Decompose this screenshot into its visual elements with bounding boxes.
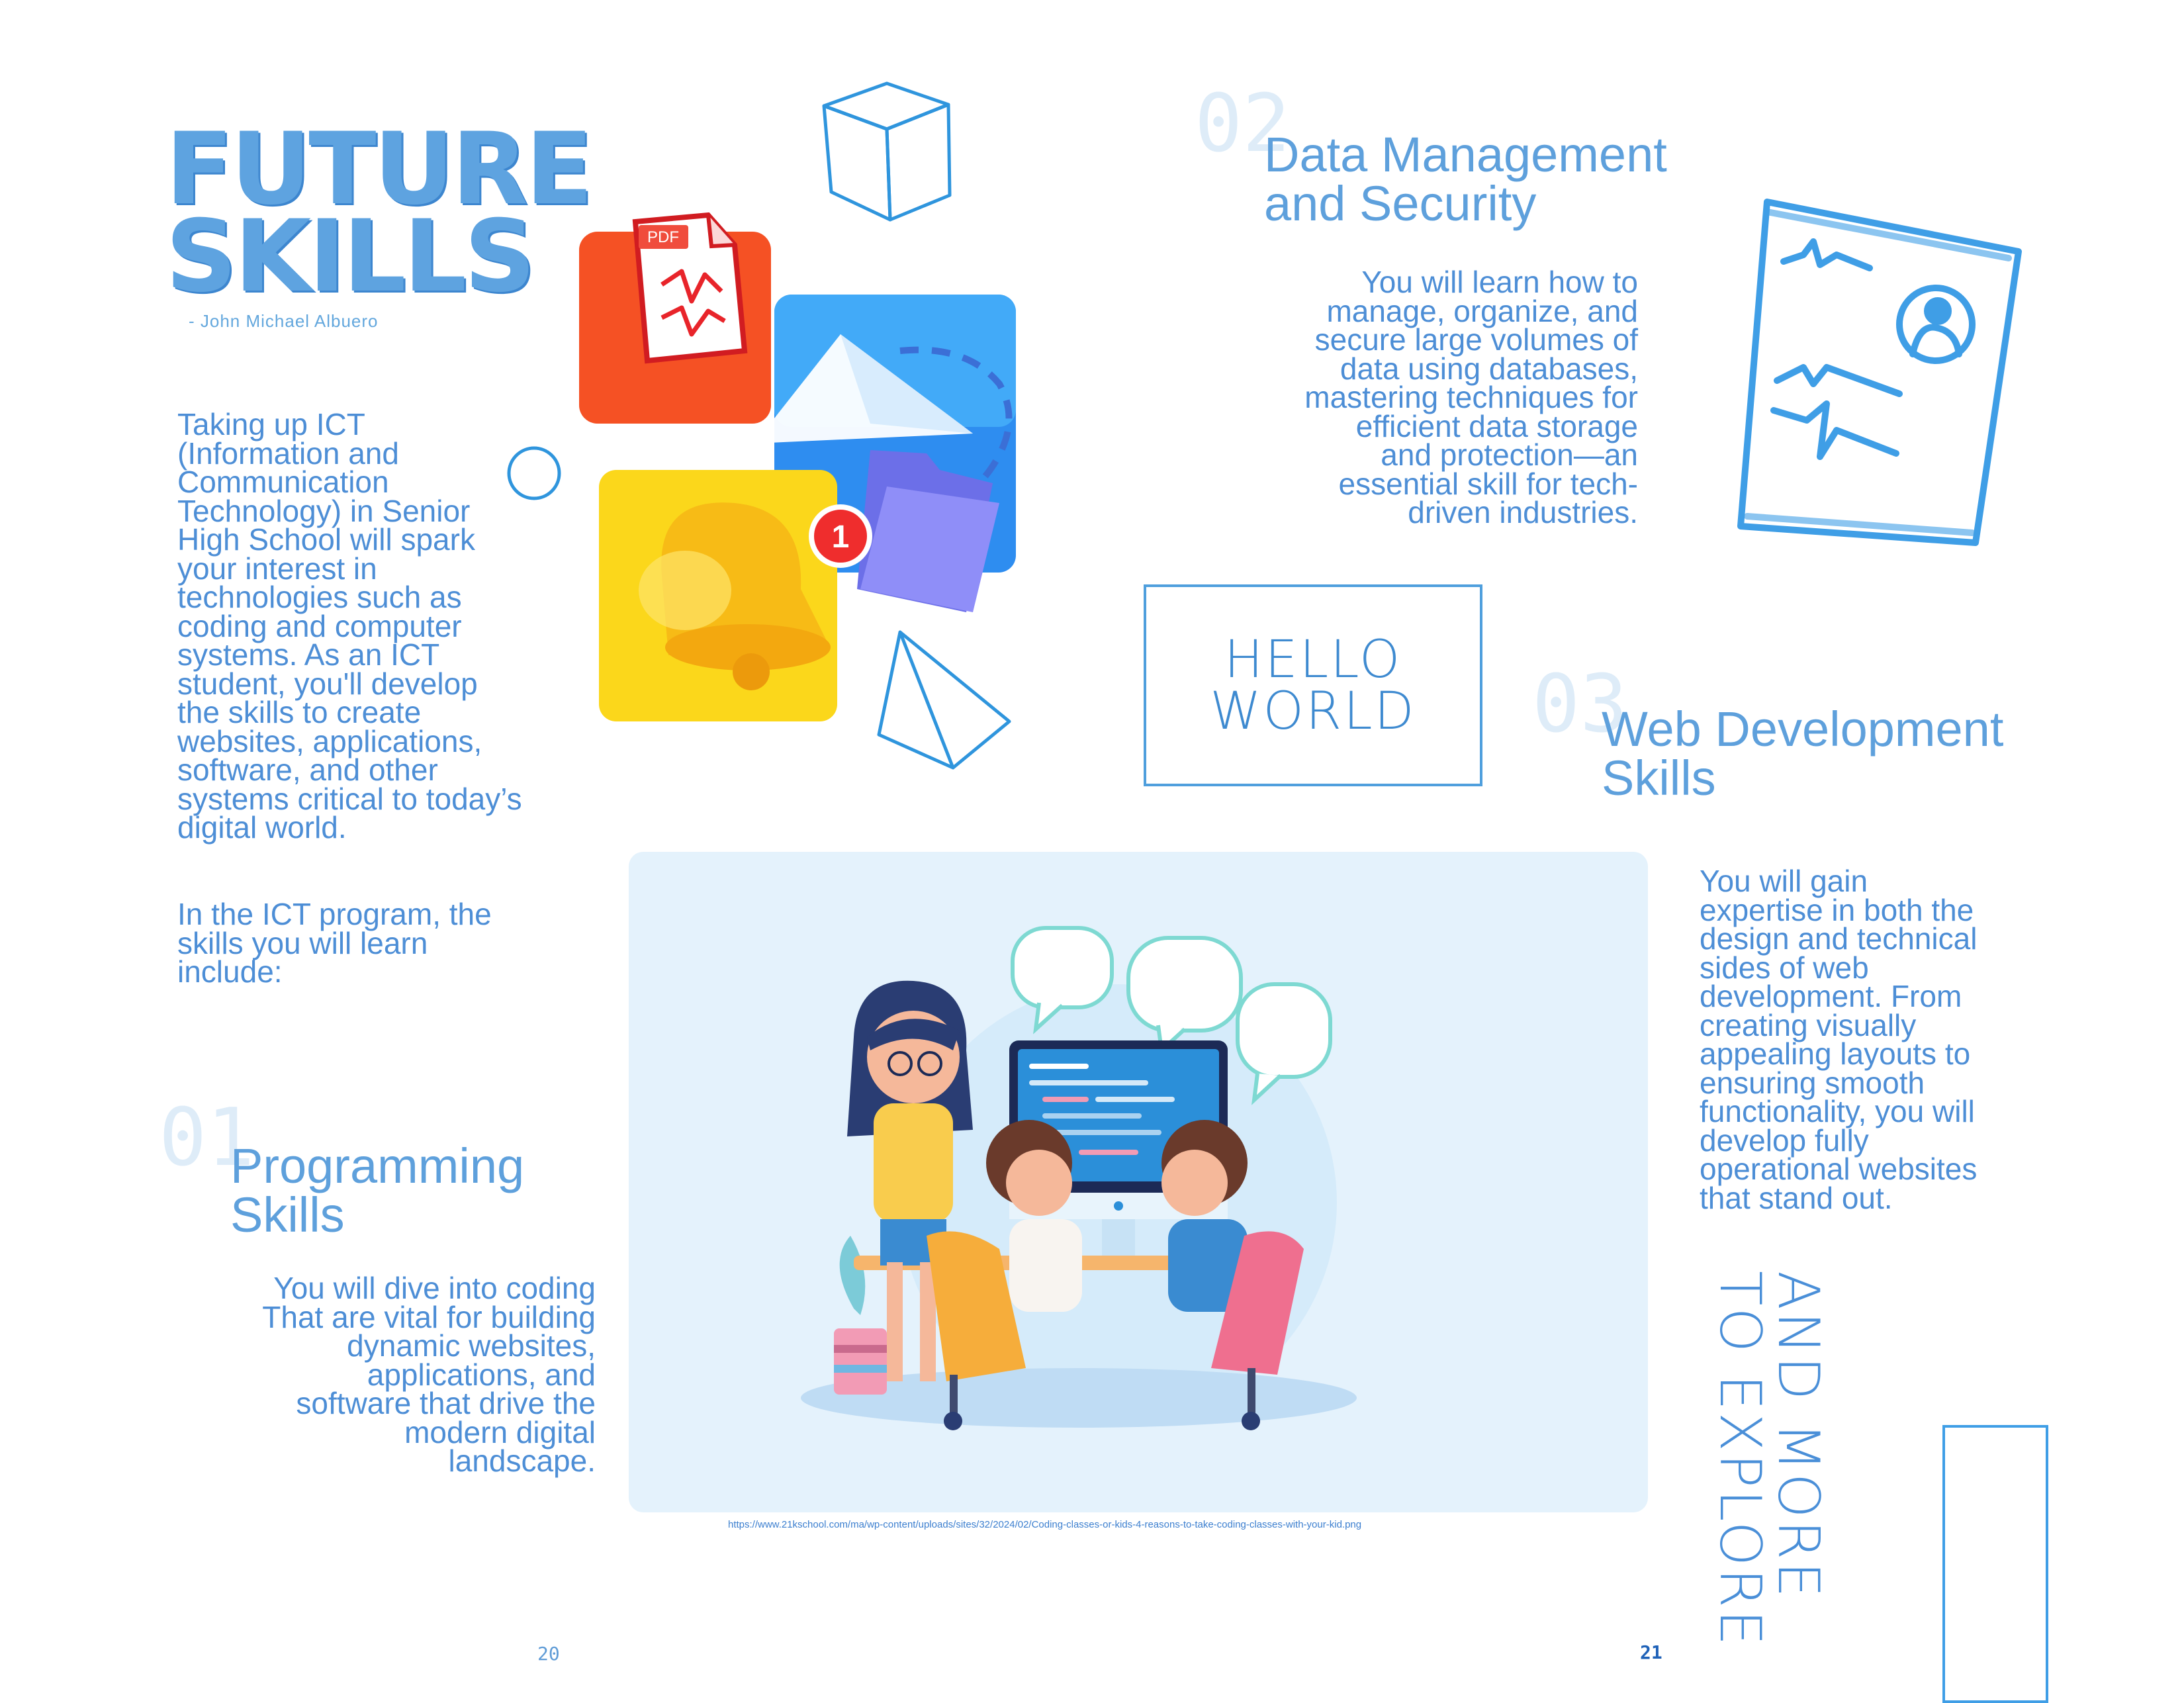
intro-line: (Information and bbox=[177, 436, 399, 471]
description-line: ensuring smooth bbox=[1700, 1065, 1925, 1100]
description-line: development. From bbox=[1700, 979, 1962, 1013]
description-line: expertise in both the bbox=[1700, 892, 1974, 927]
skill-number-03: 03 bbox=[1532, 659, 1628, 751]
pdf-app-icon: PDF bbox=[579, 212, 771, 424]
more-line-2: TO EXPLORE bbox=[1707, 1271, 1773, 1648]
hello-line: HELLO bbox=[1224, 629, 1402, 690]
description-line: data using databases, bbox=[1340, 351, 1638, 386]
folder-icon bbox=[857, 450, 999, 612]
boy-character-right-icon bbox=[1161, 1120, 1304, 1430]
description-line: You will gain bbox=[1700, 864, 1868, 898]
description-line: manage, organize, and bbox=[1326, 293, 1638, 328]
page-title: FUTURE SKILLS bbox=[165, 112, 593, 314]
skill-description-web-development: You will gain expertise in both the desi… bbox=[1700, 864, 1978, 1215]
description-line: appealing layouts to bbox=[1700, 1036, 1971, 1071]
intro-line: student, you'll develop bbox=[177, 666, 478, 701]
description-line: applications, and bbox=[367, 1357, 596, 1392]
description-line: develop fully bbox=[1700, 1123, 1869, 1158]
description-line: functionality, you will bbox=[1700, 1094, 1975, 1128]
coding-kids-image bbox=[801, 926, 1357, 1430]
intro-line: websites, applications, bbox=[177, 723, 482, 759]
description-line: creating visually bbox=[1700, 1007, 1917, 1042]
heading-line: Web Development bbox=[1602, 702, 2004, 757]
cube-outline-icon bbox=[822, 81, 952, 222]
description-line: landscape. bbox=[448, 1444, 596, 1478]
description-line: that stand out. bbox=[1700, 1180, 1893, 1215]
intro-line: Technology) in Senior bbox=[177, 493, 471, 528]
decorative-outline-rectangle bbox=[1942, 1425, 2048, 1703]
heading-line: Data Management bbox=[1264, 127, 1667, 182]
intro-line: coding and computer bbox=[177, 608, 462, 643]
image-source-caption: https://www.21kschool.com/ma/wp-content/… bbox=[728, 1519, 1362, 1530]
intro-line: systems. As an ICT bbox=[177, 637, 440, 672]
description-line: You will dive into coding bbox=[273, 1271, 596, 1305]
intro-lead-line: In the ICT program, the bbox=[177, 897, 492, 931]
description-line: That are vital for building bbox=[262, 1299, 596, 1334]
description-line: mastering techniques for bbox=[1304, 380, 1638, 414]
speech-bubble-icon bbox=[1011, 926, 1332, 1105]
intro-line: technologies such as bbox=[177, 580, 462, 614]
hello-world-box: HELLO WORLD bbox=[1144, 584, 1482, 786]
pyramid-outline-icon bbox=[877, 630, 1011, 770]
page-number-right: 21 bbox=[1640, 1641, 1662, 1663]
author-credit: - John Michael Albuero bbox=[189, 311, 379, 331]
intro-lead-line: skills you will learn bbox=[177, 925, 428, 960]
intro-lead-line: include: bbox=[177, 954, 283, 989]
description-line: essential skill for tech- bbox=[1338, 466, 1639, 501]
more-to-explore-text: AND MORE TO EXPLORE bbox=[1707, 1271, 1831, 1648]
intro-line: High School will spark bbox=[177, 522, 475, 557]
description-line: efficient data storage bbox=[1355, 408, 1638, 443]
intro-lead: In the ICT program, the skills you will … bbox=[177, 897, 492, 989]
description-line: driven industries. bbox=[1408, 495, 1638, 529]
svg-text:PDF: PDF bbox=[647, 228, 679, 246]
notification-bell-app-icon: 1 bbox=[599, 470, 872, 721]
intro-line: software, and other bbox=[177, 753, 438, 787]
description-line: secure large volumes of bbox=[1314, 322, 1638, 357]
skill-description-data-management: You will learn how to manage, organize, … bbox=[1231, 265, 1639, 529]
intro-paragraph: Taking up ICT (Information and Communica… bbox=[177, 407, 522, 845]
intro-line: Taking up ICT bbox=[177, 407, 365, 441]
svg-text:1: 1 bbox=[832, 520, 850, 555]
description-line: software that drive the bbox=[296, 1386, 596, 1420]
heading-line: and Security bbox=[1264, 176, 1537, 231]
world-line: WORLD bbox=[1210, 681, 1416, 741]
title-line-1: FUTURE bbox=[165, 112, 593, 227]
skill-heading-programming: Programming Skills bbox=[230, 1142, 524, 1240]
description-line: dynamic websites, bbox=[347, 1328, 596, 1363]
skill-number-01: 01 bbox=[159, 1092, 255, 1184]
heading-line: Programming bbox=[230, 1138, 525, 1193]
intro-line: your interest in bbox=[177, 551, 377, 586]
id-card-sketch-icon bbox=[1737, 199, 2022, 546]
title-line-2: SKILLS bbox=[165, 199, 535, 314]
skill-heading-data-management: Data Management and Security bbox=[1264, 130, 1667, 228]
intro-line: digital world. bbox=[177, 810, 347, 845]
page-number-left: 20 bbox=[537, 1643, 560, 1665]
more-line-1: AND MORE bbox=[1765, 1271, 1831, 1600]
boy-character-left-icon bbox=[927, 1120, 1082, 1430]
heading-line: Skills bbox=[1602, 751, 1716, 805]
skill-number-02: 02 bbox=[1195, 78, 1291, 170]
plant-icon bbox=[834, 1236, 887, 1395]
girl-character-icon bbox=[847, 980, 973, 1381]
description-line: modern digital bbox=[404, 1414, 596, 1450]
skill-heading-web-development: Web Development Skills bbox=[1602, 705, 2003, 803]
description-line: design and technical bbox=[1700, 921, 1978, 956]
heading-line: Skills bbox=[230, 1187, 345, 1242]
description-line: You will learn how to bbox=[1361, 265, 1638, 299]
intro-line: systems critical to today’s bbox=[177, 781, 522, 816]
intro-line: Communication bbox=[177, 465, 389, 499]
app-icons-illustration: PDF 1 bbox=[579, 81, 1016, 770]
circle-outline-icon bbox=[507, 446, 561, 500]
skill-description-programming: You will dive into coding That are vital… bbox=[225, 1271, 596, 1478]
description-line: and protection—an bbox=[1381, 437, 1638, 472]
description-line: operational websites bbox=[1700, 1152, 1978, 1186]
description-line: sides of web bbox=[1700, 950, 1869, 985]
coding-kids-illustration bbox=[629, 852, 1648, 1512]
intro-line: the skills to create bbox=[177, 695, 422, 729]
